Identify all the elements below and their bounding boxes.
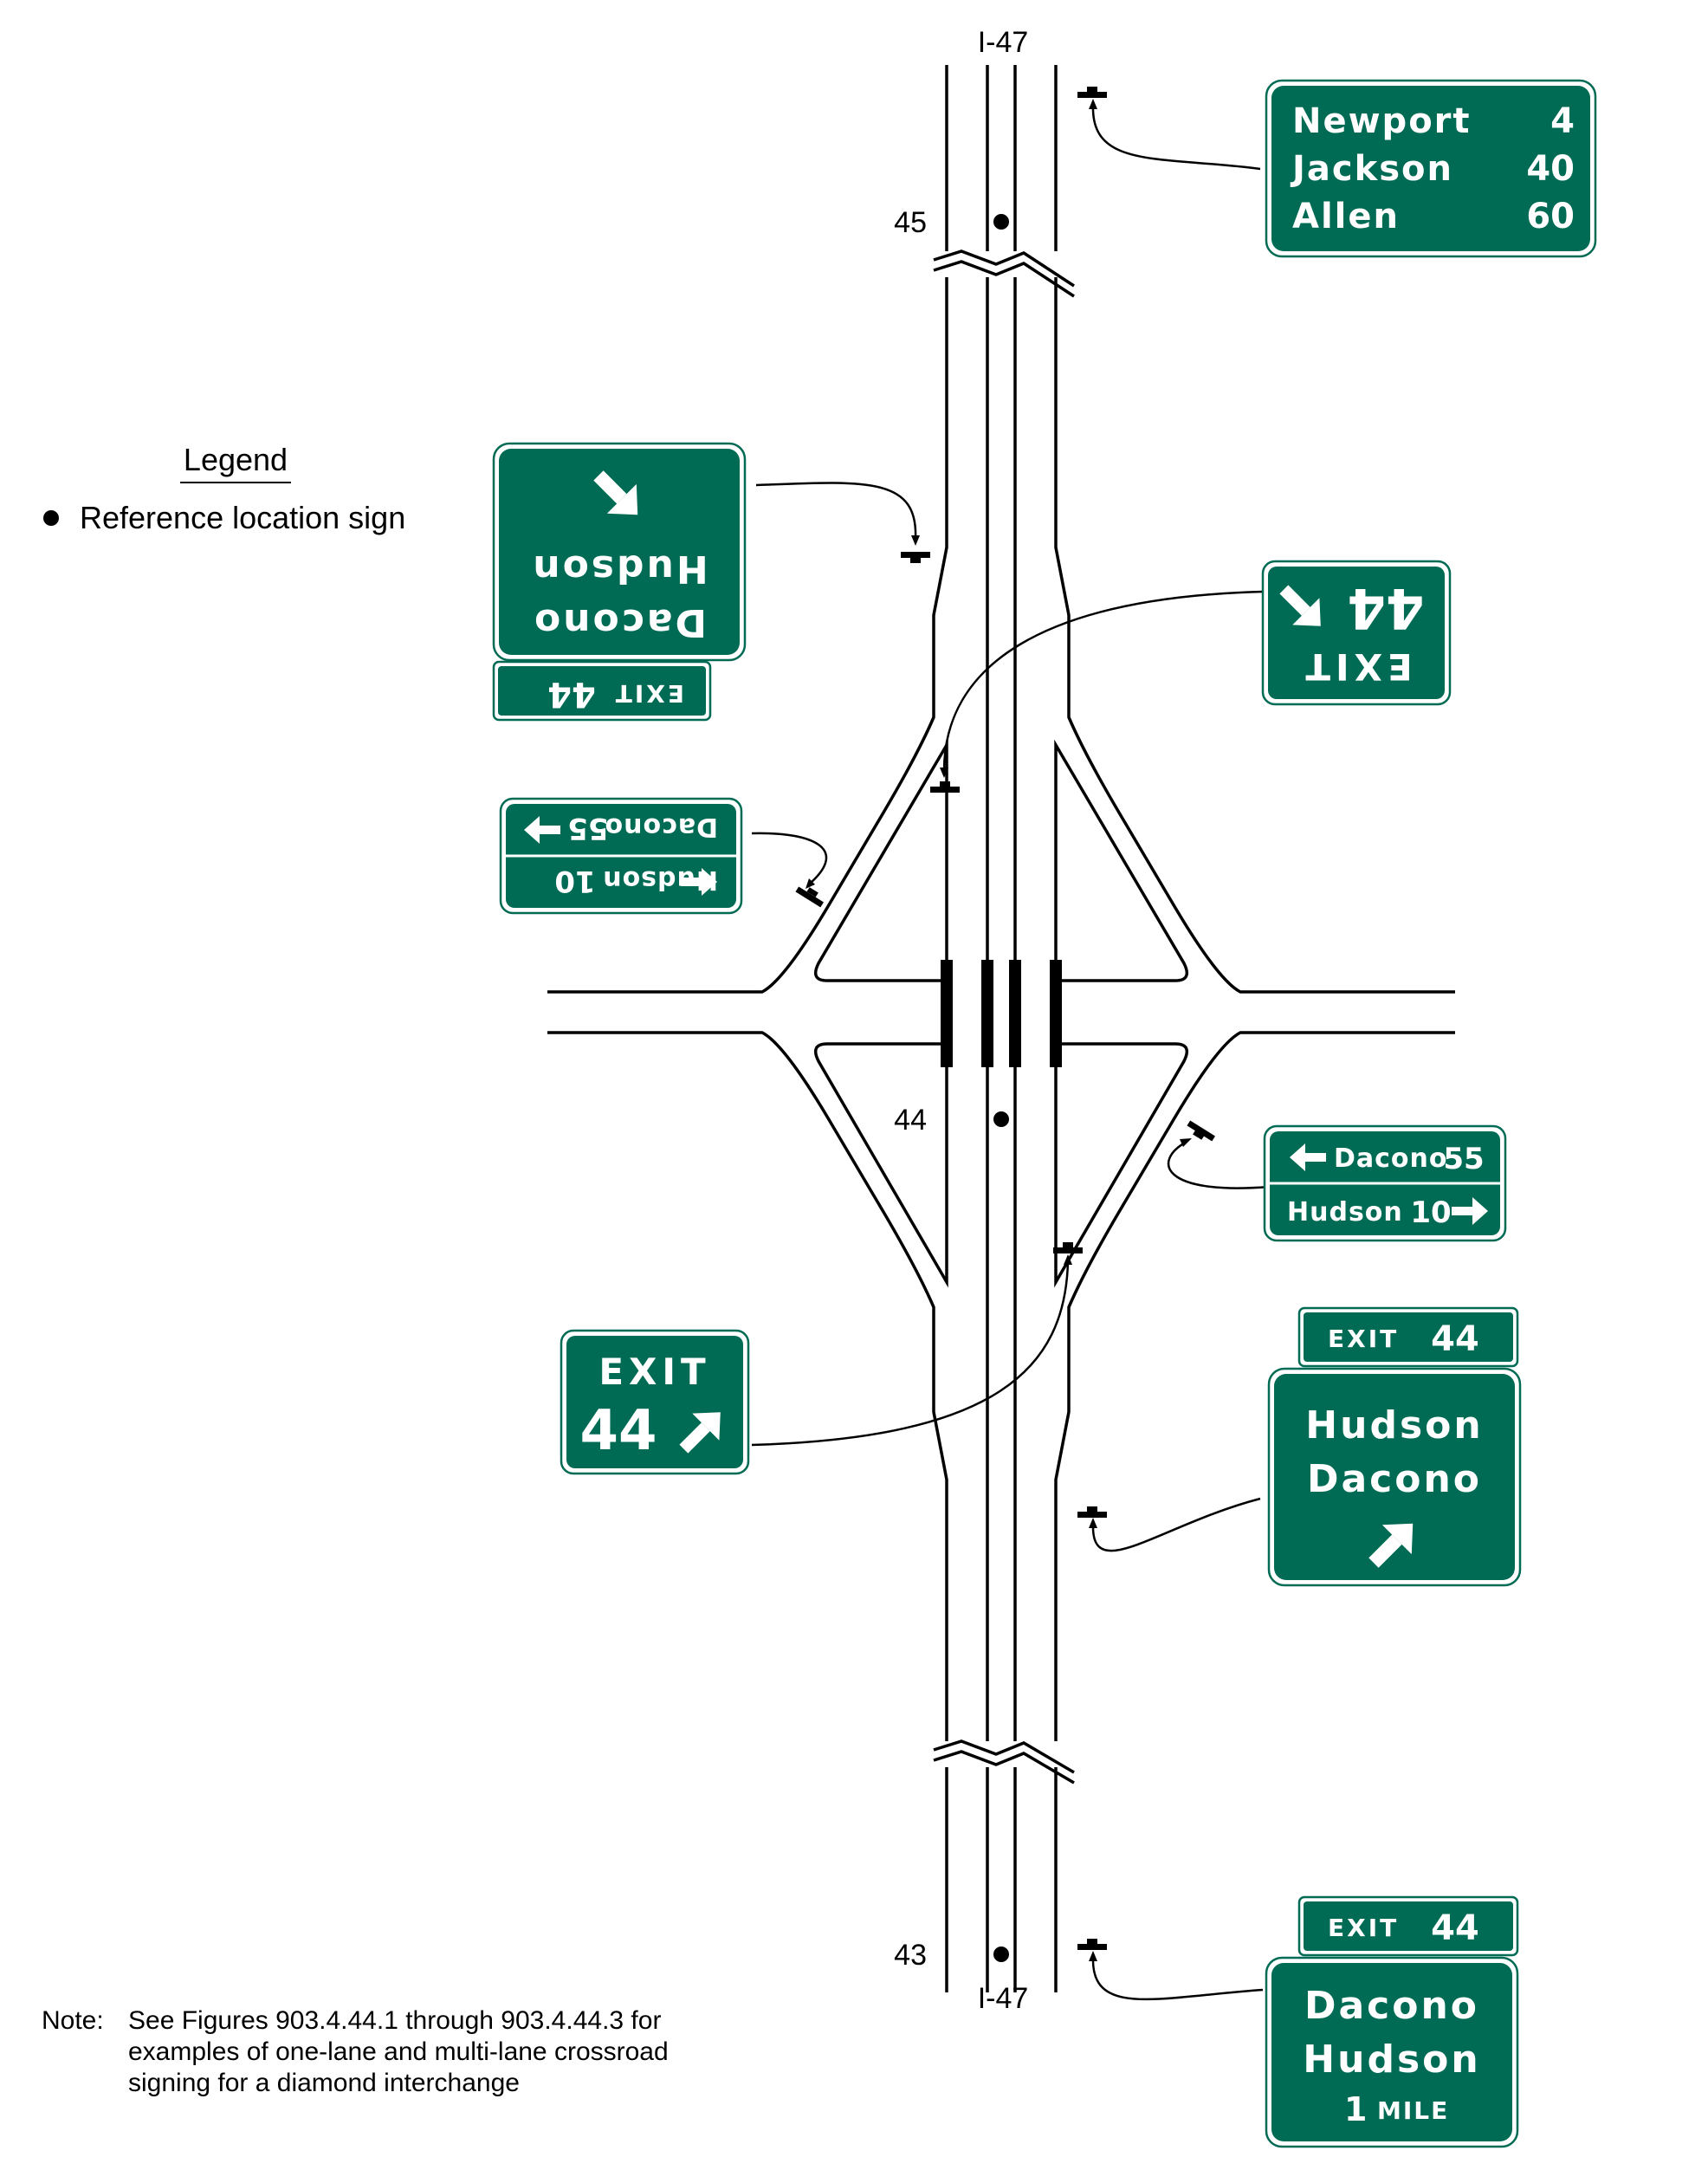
mainline-outer-left <box>547 65 948 994</box>
exit-tab-word: EXIT <box>1328 1325 1399 1353</box>
sign-post-marker <box>901 552 930 563</box>
island-sw <box>813 1042 948 1288</box>
guide-sign-line: Dacono <box>1307 1457 1482 1501</box>
gore-sign-exit-number: 44 <box>579 1399 657 1463</box>
leader-line <box>751 832 828 884</box>
legend-reference-label: Reference location sign <box>80 500 405 535</box>
distance-number: 1 <box>1344 2090 1367 2128</box>
distance-sign-destination: Jackson <box>1290 149 1453 189</box>
sign-posts <box>751 87 1270 2001</box>
exit-tab-number: 44 <box>547 674 596 714</box>
guide-sign-northbound: EXIT 44 Hudson Dacono <box>1267 1306 1522 1587</box>
gore-sign-exit-word: EXIT <box>598 1351 710 1393</box>
bridge-bar <box>941 960 953 1067</box>
mainline-outer-left-south <box>547 1031 948 1992</box>
ramp-sign-destination: Hudson <box>1287 1197 1403 1228</box>
guide-sign-line: Hudson <box>1305 1403 1483 1448</box>
arrow-left-icon <box>524 816 560 844</box>
guide-sign-line: Dacono <box>1304 1984 1479 2028</box>
sign-post-marker <box>1053 1242 1083 1253</box>
ramp-sign-number: 55 <box>567 811 608 845</box>
arrow-up-right-icon <box>679 1412 721 1454</box>
leader-line <box>942 590 1264 772</box>
note-prefix: Note: <box>42 2006 104 2035</box>
ramp-sign-northbound: Dacono 55 Hudson 10 <box>1263 1124 1507 1242</box>
bridge-bar <box>1050 960 1062 1067</box>
arrow-right-icon <box>681 868 717 896</box>
gore-sign-southbound: EXIT 44 <box>1261 560 1452 706</box>
arrow-up-right-icon <box>1368 1523 1414 1568</box>
milepost-label: 43 <box>894 1939 927 1972</box>
ramp-sign-destination: Dacono <box>1334 1143 1448 1174</box>
legend-dot <box>43 510 59 526</box>
distance-sign-destination: Newport <box>1292 101 1472 141</box>
ramp-sign-number: 10 <box>1410 1195 1451 1230</box>
sign-post-marker <box>1077 1939 1107 1950</box>
milepost-label: 44 <box>894 1104 927 1137</box>
distance-unit: MILE <box>1377 2096 1449 2125</box>
guide-sign-line: Dacono <box>532 600 707 645</box>
leader-line <box>1091 1497 1261 1552</box>
mainline-outer-right <box>1054 65 1455 994</box>
distance-sign-miles: 60 <box>1526 197 1575 236</box>
guide-sign-line: Hudson <box>1303 2037 1480 2082</box>
exit-tab-number: 44 <box>1431 1319 1479 1359</box>
sign-post-marker <box>1077 87 1107 98</box>
sign-post-marker <box>1187 1120 1216 1142</box>
distance-sign-miles: 4 <box>1550 101 1575 141</box>
distance-sign-destination: Allen <box>1292 197 1400 236</box>
advance-guide-sign: EXIT 44 Dacono Hudson 1 MILE <box>1265 1895 1519 2148</box>
exit-tab-word: EXIT <box>613 679 684 708</box>
arrow-left-icon <box>1290 1143 1326 1171</box>
arrow-down-left-icon <box>1279 585 1321 626</box>
reference-location-marker <box>993 1947 1009 1962</box>
reference-location-marker <box>993 1111 1009 1127</box>
arrow-right-icon <box>1452 1197 1488 1225</box>
arrow-down-left-icon <box>593 470 638 515</box>
exit-tab-word: EXIT <box>1328 1914 1399 1942</box>
leader-line <box>1091 105 1261 171</box>
reference-location-marker <box>993 214 1009 230</box>
break-line-top <box>927 249 1076 298</box>
leader-line <box>755 482 917 540</box>
mainline-outer-right-south <box>1054 1031 1455 1992</box>
guide-sign-southbound: Dacono Hudson EXIT 44 <box>492 442 747 722</box>
note-line: See Figures 903.4.44.1 through 903.4.44.… <box>128 2006 661 2035</box>
exit-tab-number: 44 <box>1431 1908 1479 1948</box>
route-label-bottom: I-47 <box>978 1982 1029 2015</box>
note-line: signing for a diamond interchange <box>128 2069 520 2097</box>
island-se <box>1054 1042 1189 1288</box>
leader-line <box>1167 1140 1270 1189</box>
guide-sign-line: Hudson <box>530 547 708 591</box>
ramp-sign-destination: Dacono <box>604 812 718 842</box>
island-nw <box>813 739 948 982</box>
distance-sign: Newport 4 Jackson 40 Allen 60 <box>1265 79 1597 258</box>
gore-sign-exit-word: EXIT <box>1300 645 1412 688</box>
legend-title: Legend <box>184 442 288 477</box>
milepost-label: 45 <box>894 206 927 239</box>
sign-post-marker <box>795 886 825 908</box>
distance-sign-miles: 40 <box>1526 149 1575 189</box>
bridge-bar <box>981 960 993 1067</box>
break-line-bottom <box>927 1739 1076 1785</box>
leader-line <box>751 1260 1070 1447</box>
note-line: examples of one-lane and multi-lane cros… <box>128 2037 669 2066</box>
leader-line <box>1091 1957 1264 2001</box>
sign-post-marker <box>1077 1506 1107 1518</box>
gore-sign-northbound: EXIT 44 <box>560 1329 750 1475</box>
ramp-sign-number: 10 <box>554 864 595 898</box>
roadway <box>547 65 1455 1992</box>
sign-post-marker <box>930 781 960 793</box>
island-ne <box>1054 739 1189 982</box>
gore-sign-exit-number: 44 <box>1347 575 1424 639</box>
ramp-sign-southbound: Dacono 55 Hudson 10 <box>499 797 743 915</box>
bridge-bar <box>1009 960 1021 1067</box>
ramp-sign-number: 55 <box>1443 1142 1484 1176</box>
route-label-top: I-47 <box>978 26 1029 59</box>
